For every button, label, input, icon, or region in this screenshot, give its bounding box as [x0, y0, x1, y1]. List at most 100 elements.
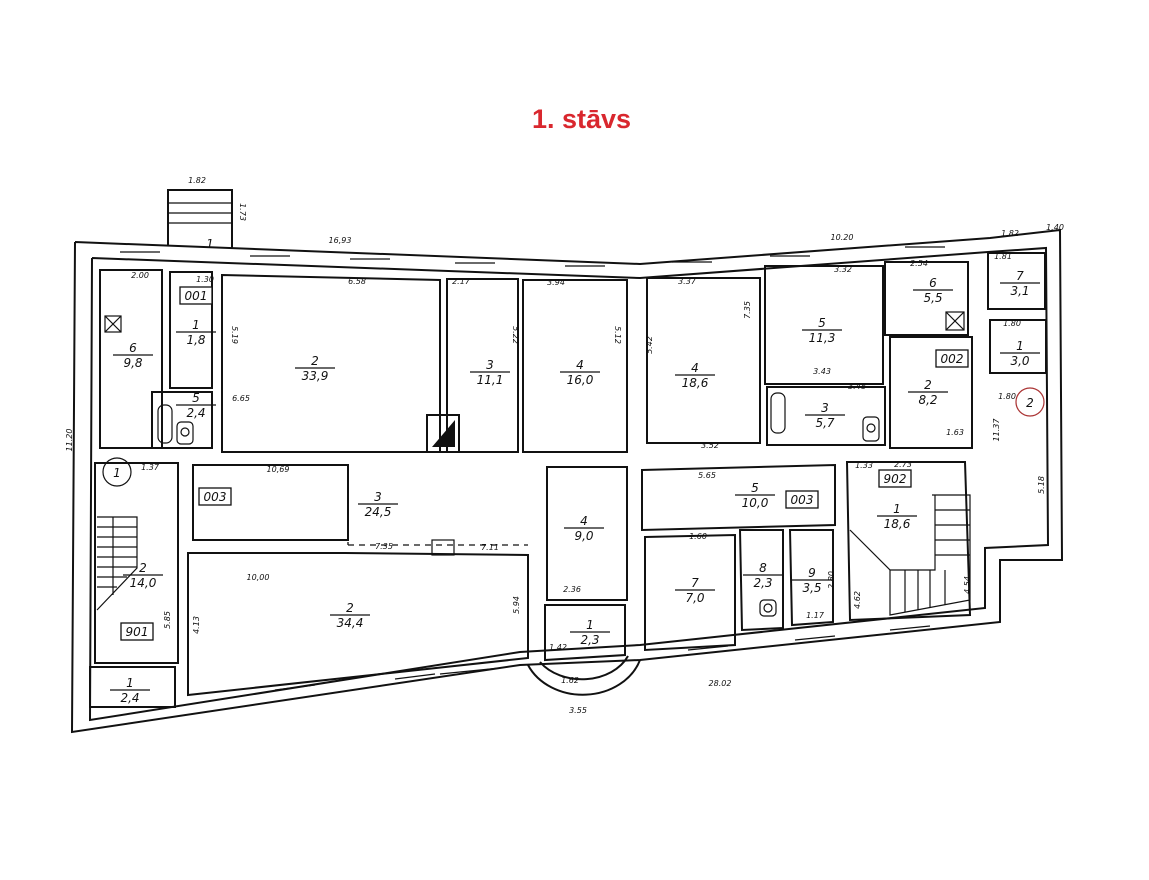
room-area: 18,6: [682, 376, 709, 390]
dimension-label: 10.20: [831, 233, 854, 242]
room-area: 8,2: [918, 393, 937, 407]
unit-number: 002: [941, 352, 964, 366]
dimension-label: 1.73: [238, 203, 247, 221]
dimension-label: 10,69: [267, 465, 290, 474]
room-number: 1: [893, 502, 901, 516]
dimension-label: 1.42: [549, 643, 567, 652]
room-area: 2,3: [753, 576, 772, 590]
entrance-number: 1: [206, 237, 214, 251]
dimension-label: 1.17: [806, 611, 825, 620]
entrance-number: 2: [1026, 396, 1034, 410]
unit-number: 902: [884, 472, 907, 486]
dimension-label: 4.62: [853, 591, 862, 609]
dimension-label: 2.17: [452, 277, 471, 286]
room-number: 3: [486, 358, 494, 372]
unit-box: [785, 490, 819, 509]
dimension-label: 3.37: [678, 277, 697, 286]
room-number: 5: [192, 391, 200, 405]
room-number: 2: [346, 601, 354, 615]
dimension-label: 3.48: [848, 382, 866, 391]
room-area: 2,3: [580, 633, 599, 647]
dimension-label: 5.18: [1037, 476, 1046, 494]
dimension-label: 6.58: [348, 277, 366, 286]
room-number: 2: [139, 561, 147, 575]
room-area: 18,6: [884, 517, 911, 531]
dimension-label: 11.37: [992, 418, 1001, 442]
dimension-label: 5.19: [230, 326, 239, 344]
room-area: 3,1: [1010, 284, 1029, 298]
dimension-label: 7.35: [375, 542, 393, 551]
unit-number: 003: [791, 493, 814, 507]
room-number: 6: [929, 276, 937, 290]
dimension-label: 1.40: [1046, 223, 1064, 232]
dimension-label: 2.73: [894, 460, 912, 469]
room-area: 33,9: [302, 369, 329, 383]
dimension-label: 4.54: [963, 576, 972, 594]
dimension-label: 2.36: [563, 585, 581, 594]
room-area: 11,3: [809, 331, 836, 345]
room-number: 1: [192, 318, 200, 332]
room-number: 5: [818, 316, 826, 330]
room-number: 1: [1016, 339, 1024, 353]
room-number: 2: [924, 378, 932, 392]
room-area: 2,4: [186, 406, 205, 420]
dimension-label: 1.37: [141, 463, 160, 472]
dimension-label: 3.94: [547, 278, 565, 287]
entrance-circle: [102, 457, 132, 487]
unit-box: [198, 487, 232, 506]
room-area: 7,0: [685, 591, 704, 605]
dimension-label: 4.13: [192, 616, 201, 634]
dimension-label: 7.11: [481, 543, 499, 552]
dimension-label: 3.52: [701, 441, 719, 450]
stairs-left: [96, 516, 138, 611]
dimension-label: 1.82: [188, 176, 206, 185]
dimension-label: 16,93: [329, 236, 352, 245]
room-area: 5,7: [815, 416, 834, 430]
dimension-label: 1.81: [994, 252, 1012, 261]
room-area: 9,0: [574, 529, 593, 543]
room-walls: [89, 246, 1047, 708]
dimension-label: 1.80: [1003, 319, 1021, 328]
room-number: 4: [576, 358, 584, 372]
page-title: 1. stāvs: [531, 104, 632, 134]
dimension-label: 5.65: [698, 471, 716, 480]
room-number: 3: [821, 401, 829, 415]
unit-box: [179, 286, 213, 305]
dimension-label: 28.02: [709, 679, 732, 688]
dimension-label: 2.80: [827, 571, 836, 589]
stairs-right: [849, 494, 971, 616]
room-area: 34,4: [337, 616, 364, 630]
room-number: 3: [374, 490, 382, 504]
dimension-label: 5.85: [163, 611, 172, 629]
dimension-label: 1.60: [689, 532, 707, 541]
dimension-label: 3.32: [834, 265, 852, 274]
dimension-label: 5.22: [511, 326, 520, 344]
room-area: 5,5: [923, 291, 942, 305]
dimension-label: 1.80: [998, 392, 1016, 401]
dimension-label: 5.94: [512, 596, 521, 614]
dimension-label: 1.63: [946, 428, 964, 437]
unit-box: [878, 469, 912, 488]
room-area: 3,5: [802, 581, 821, 595]
room-area: 11,1: [477, 373, 504, 387]
dimension-label: 1.30: [196, 275, 214, 284]
dimension-label: 1.82: [1001, 229, 1019, 238]
unit-number: 901: [126, 625, 149, 639]
room-area: 14,0: [130, 576, 157, 590]
dimension-label: 2.00: [131, 271, 149, 280]
dimension-label: 3.55: [569, 706, 587, 715]
windows: [120, 246, 945, 691]
room-area: 2,4: [120, 691, 139, 705]
room-area: 10,0: [742, 496, 769, 510]
dimension-label: 5.42: [645, 336, 654, 354]
room-area: 9,8: [123, 356, 142, 370]
room-number: 6: [129, 341, 137, 355]
room-number: 5: [751, 481, 759, 495]
unit-box: [935, 349, 969, 368]
dimension-label: 7.35: [743, 301, 752, 319]
dimension-label: 5.12: [613, 326, 622, 344]
room-number: 7: [691, 576, 699, 590]
entrance-number: 1: [113, 466, 121, 480]
room-area: 1,8: [186, 333, 205, 347]
